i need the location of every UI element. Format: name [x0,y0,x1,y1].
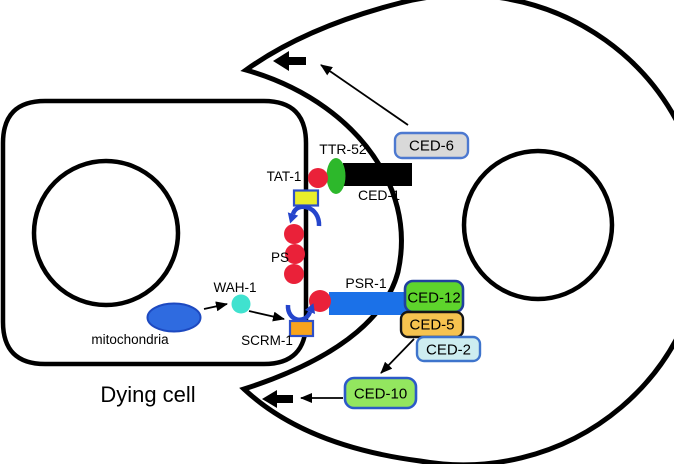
tat1-flip-arrow [290,204,322,227]
dying-cell-label: Dying cell [100,382,195,407]
ps-label: PS [271,250,289,265]
arrow-ced6-to-pseudopod [320,64,409,126]
ps-molecule-outer-bottom [309,290,331,312]
arrow-wah1-to-scrm1 [248,310,285,322]
ps-molecule-outer-top [308,168,328,188]
tat1-flip-arrowhead [287,212,299,224]
scrm1-label: SCRM-1 [241,333,293,348]
psr1-label: PSR-1 [345,275,386,291]
ced2-label: CED-2 [426,342,471,359]
scrm1-flip-arrow [285,304,313,322]
engulfing-cell-nucleus [461,148,615,302]
scrm1-scramblase [288,319,315,338]
ced6-box [393,131,470,160]
ps-molecule-1 [284,224,304,244]
ced10-box [343,376,418,410]
mitochondria-label: mitochondria [91,332,169,347]
ced2-box [415,335,482,363]
ttr52-label: TTR-52 [319,141,367,157]
wah1-molecule [231,294,251,314]
mitochondria-shape [146,302,202,333]
tat1-label: TAT-1 [267,169,302,184]
scrm1-flip-arrowhead [304,303,316,314]
arrow-mitochondria-to-wah1 [203,301,228,312]
pseudopod-arrow-bottom [262,390,293,408]
ttr52-ellipse [326,158,346,194]
ced1-receptor-bar [343,163,412,186]
ced1-label: CED-1 [358,187,400,203]
arrow-ced5-to-ced10 [380,338,415,374]
ps-molecule-3 [284,264,304,284]
wah1-label: WAH-1 [214,280,257,295]
ced10-label: CED-10 [354,386,407,403]
ced6-label: CED-6 [409,138,454,155]
engulfing-cell-membrane [239,0,674,464]
pseudopod-arrow-top [273,51,306,71]
ps-molecule-2 [285,244,305,264]
ced12-label: CED-12 [407,290,460,307]
dying-cell-nucleus [31,158,181,308]
tat1-flippase [292,189,320,207]
ced5-label: CED-5 [409,317,454,334]
psr1-receptor-bar [329,292,407,315]
